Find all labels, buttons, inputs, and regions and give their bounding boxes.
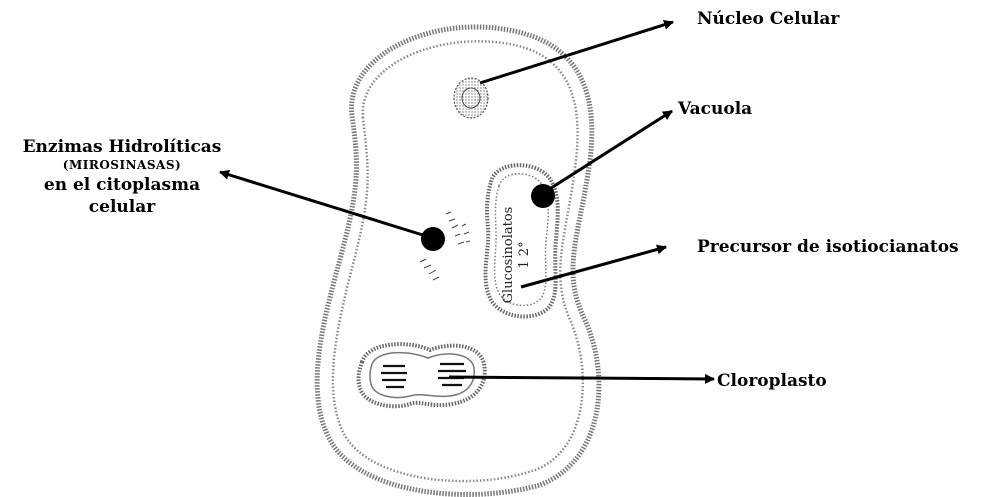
arrows <box>220 22 714 379</box>
label-enzymes: Enzimas Hidrolíticas (MIROSINASAS) en el… <box>8 136 236 218</box>
vacuole-text: Glucosinolatos 1 2° <box>501 205 541 305</box>
vacuole-text-line2: 1 2° <box>517 205 533 305</box>
arrow-vacuole <box>548 111 672 190</box>
label-nucleus: Núcleo Celular <box>697 8 839 30</box>
label-enzymes-line1: Enzimas Hidrolíticas <box>8 136 236 158</box>
label-precursor: Precursor de isotiocianatos <box>697 236 959 258</box>
label-enzymes-line3: en el citoplasma <box>8 174 236 196</box>
arrow-enzymes <box>220 172 426 236</box>
vacuole-text-line1: Glucosinolatos <box>501 205 517 305</box>
nucleus <box>454 78 488 118</box>
arrow-precursor <box>521 247 666 287</box>
label-vacuole: Vacuola <box>678 98 752 120</box>
label-chloroplast: Cloroplasto <box>717 370 827 392</box>
arrow-chloroplast <box>449 377 714 379</box>
label-enzymes-line2: (MIROSINASAS) <box>8 158 236 174</box>
enzyme-pointer-dot <box>421 227 445 251</box>
arrow-nucleus <box>480 22 673 83</box>
label-enzymes-line4: celular <box>8 196 236 218</box>
chloroplast <box>359 344 485 406</box>
